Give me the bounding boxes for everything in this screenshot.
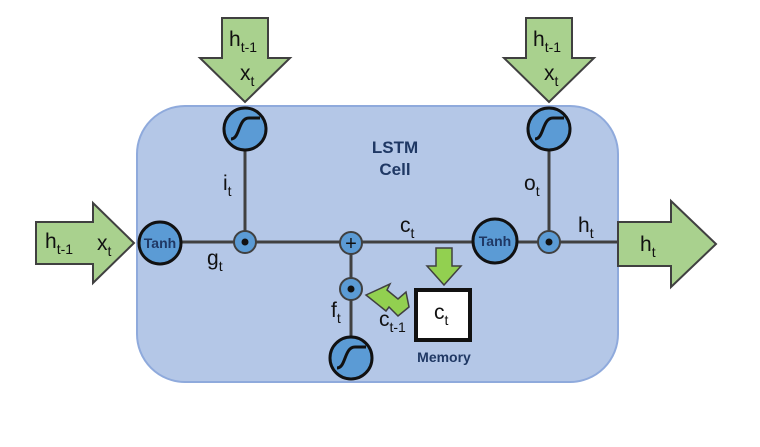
- svg-text:xt: xt: [97, 232, 112, 259]
- sigmoid-gate-output-icon: [526, 106, 572, 152]
- input-left-h-sub: t-1: [57, 241, 74, 257]
- sigmoid-gate-forget-icon: [328, 335, 374, 381]
- memory-box-c: c: [434, 301, 445, 324]
- label-i: it: [223, 172, 232, 199]
- memory-label: Memory: [417, 349, 471, 365]
- cell-title-line2: Cell: [379, 160, 410, 179]
- tanh-right-label: Tanh: [479, 233, 511, 249]
- input-left-x: x: [97, 232, 108, 255]
- memory-read-arrow: [364, 282, 410, 318]
- svg-text:ht-1: ht-1: [45, 230, 73, 257]
- cell-title-line1: LSTM: [372, 138, 418, 157]
- input-left-x-sub: t: [108, 243, 112, 259]
- input-top-right-h-sub: t-1: [545, 39, 562, 55]
- add-node: +: [339, 231, 363, 255]
- svg-text:xt: xt: [240, 62, 255, 89]
- label-f: ft: [331, 299, 341, 326]
- tanh-left-label: Tanh: [144, 235, 176, 251]
- output-h-sub: t: [652, 244, 656, 260]
- input-top-left-h: h: [229, 28, 241, 51]
- input-top-left-x: x: [240, 62, 251, 85]
- multiply-node-forget: [339, 277, 363, 301]
- svg-text:ht-1: ht-1: [229, 28, 257, 55]
- input-top-left-x-sub: t: [251, 73, 255, 89]
- output-h: h: [640, 233, 652, 256]
- input-top-right-x-sub: t: [555, 73, 559, 89]
- svg-text:xt: xt: [544, 62, 559, 89]
- memory-box: [414, 288, 472, 342]
- label-o: ot: [524, 172, 540, 199]
- memory-write-arrow: [425, 247, 463, 287]
- svg-text:ht-1: ht-1: [533, 28, 561, 55]
- input-arrow-top-left: ht-1 xt: [197, 17, 293, 104]
- multiply-node-input: [233, 230, 257, 254]
- multiply-node-output: [537, 230, 561, 254]
- input-top-right-x: x: [544, 62, 555, 85]
- memory-box-c-sub: t: [445, 312, 449, 328]
- tanh-node-left: Tanh: [137, 220, 183, 266]
- label-h: ht: [578, 214, 594, 241]
- output-arrow: ht: [617, 198, 718, 290]
- input-arrow-left: ht-1 xt: [35, 200, 136, 286]
- sigmoid-gate-input-icon: [222, 106, 268, 152]
- tanh-node-right: Tanh: [471, 217, 519, 265]
- svg-text:ht: ht: [640, 233, 656, 260]
- input-top-right-h: h: [533, 28, 545, 51]
- input-left-h: h: [45, 230, 57, 253]
- label-c-prev: ct-1: [379, 308, 406, 335]
- svg-text:ct: ct: [434, 301, 449, 328]
- label-g: gt: [207, 247, 223, 274]
- add-node-symbol: +: [345, 233, 357, 255]
- input-top-left-h-sub: t-1: [241, 39, 258, 55]
- label-c: ct: [400, 214, 415, 241]
- input-arrow-top-right: ht-1 xt: [501, 17, 597, 104]
